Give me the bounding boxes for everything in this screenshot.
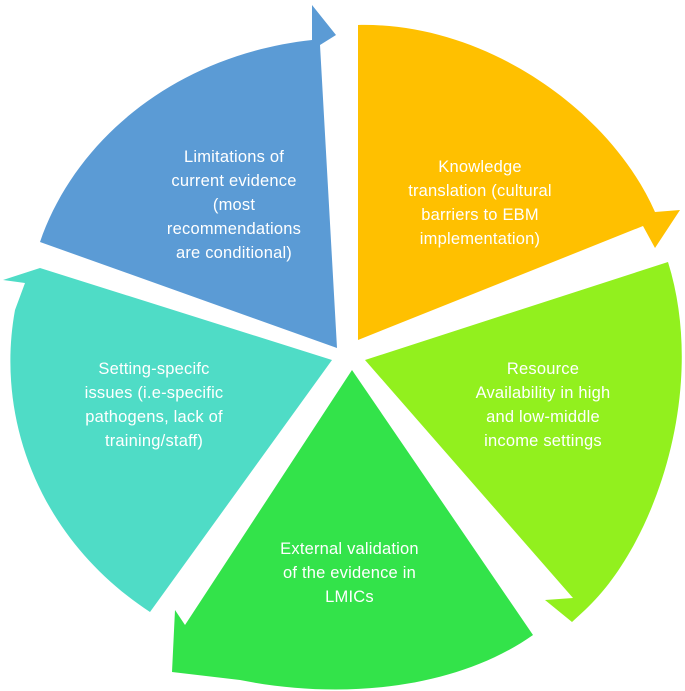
segment-external-arrow: [172, 370, 533, 690]
segment-resource-arrow: [365, 262, 682, 622]
segment-label-setting: Setting-specifc issues (i.e-specific pat…: [84, 360, 224, 450]
segment-label-resource: Resource Availability in high and low-mi…: [475, 360, 611, 450]
segment-label-external: External validation of the evidence in L…: [280, 540, 419, 606]
segment-setting-arrow: [3, 268, 332, 612]
segment-knowledge-arrow: [358, 24, 680, 340]
segment-limitations-arrow: [40, 5, 337, 348]
segment-label-limitations: Limitations of current evidence (most re…: [166, 148, 302, 262]
segment-label-knowledge: Knowledge translation (cultural barriers…: [408, 158, 552, 248]
